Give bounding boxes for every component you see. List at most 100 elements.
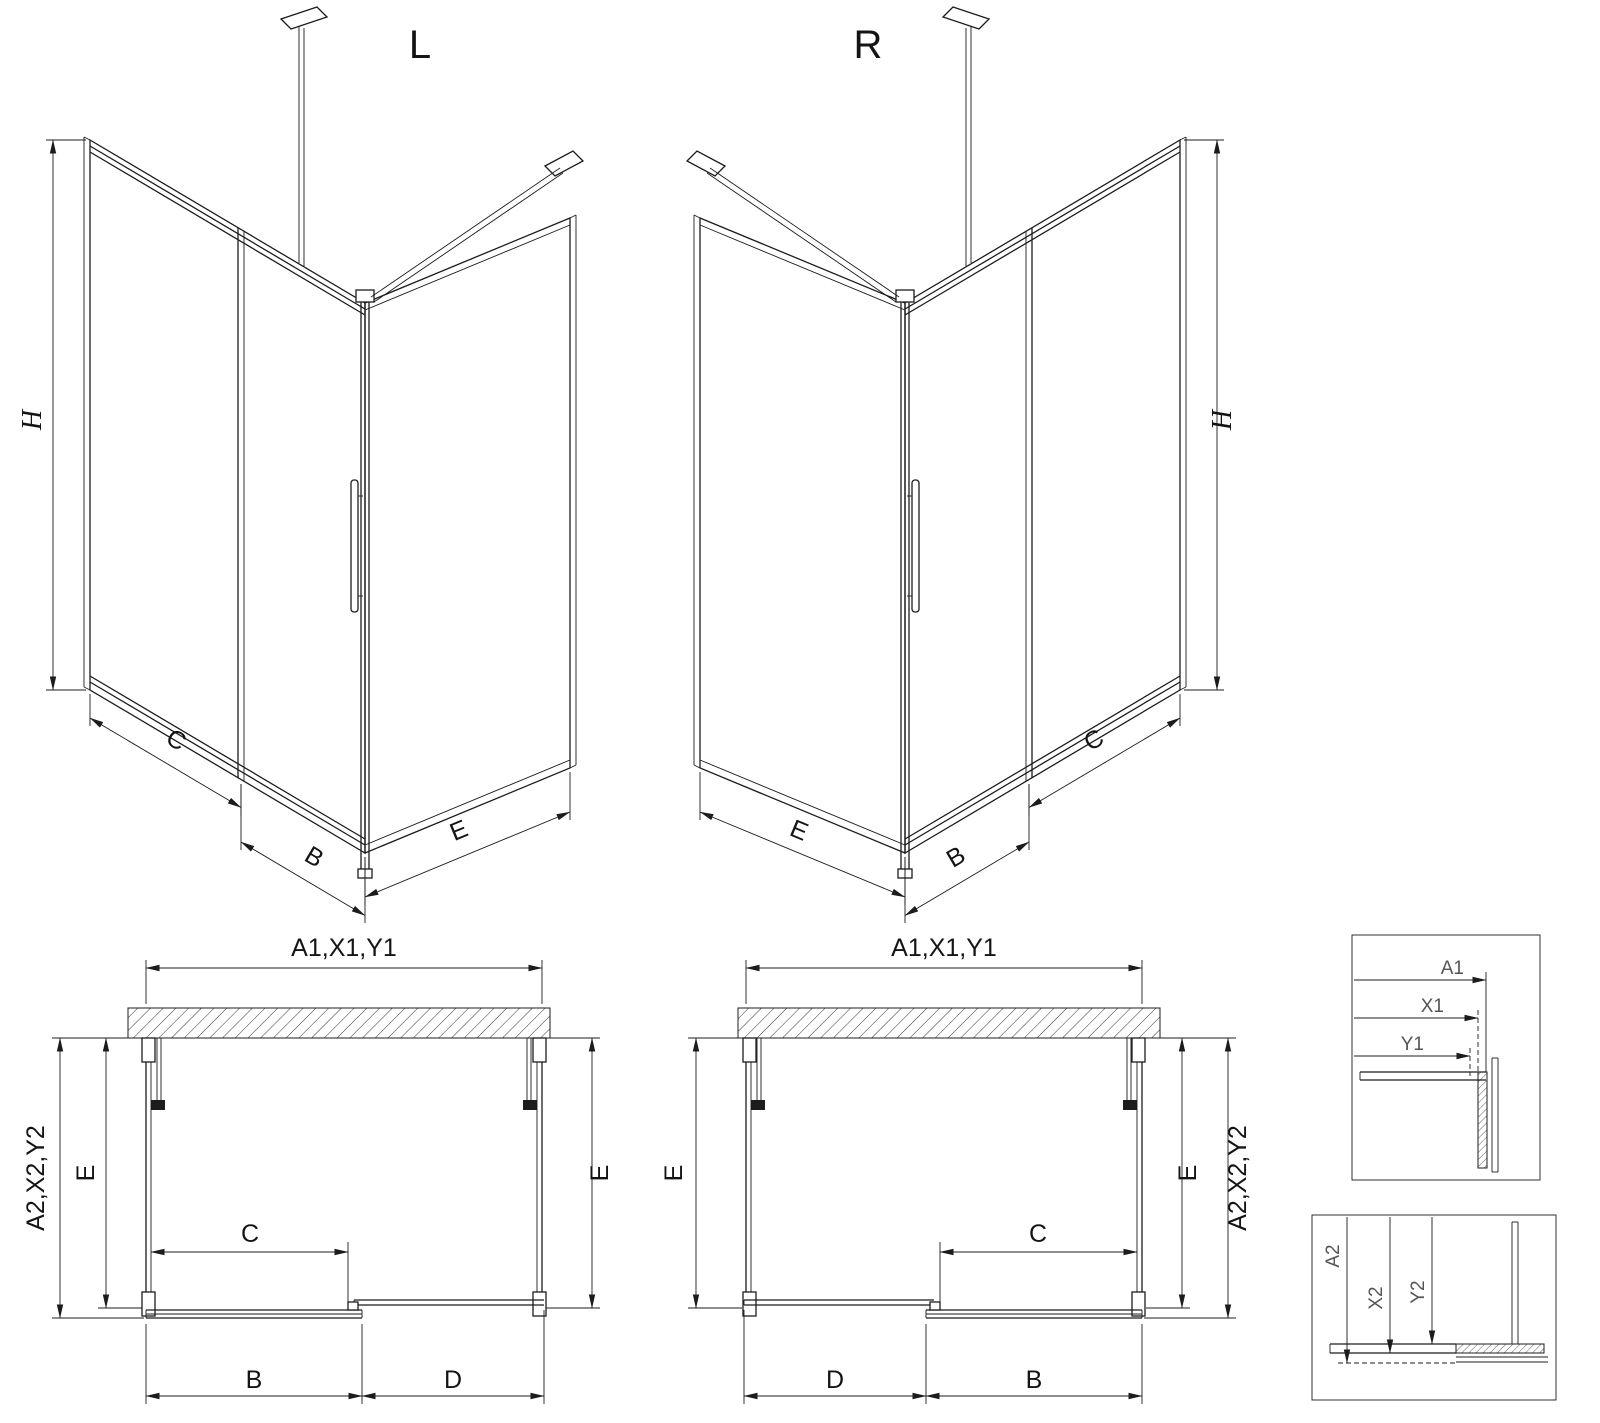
- dim-label-e-left: E: [446, 814, 472, 846]
- plan-right-sliding-door: [925, 1301, 1143, 1319]
- detail-top-dim-x1: X1: [1354, 996, 1479, 1072]
- plan-left-sliding-door: [145, 1301, 363, 1319]
- plan-left-dim-d: D: [361, 1310, 545, 1404]
- dim-label-x1-detail: X1: [1421, 996, 1444, 1017]
- detail-view-bottom: A2 X2 Y2: [1311, 1214, 1557, 1401]
- detail-bottom-profile-section: [1329, 1221, 1548, 1363]
- dim-label-c-right-plan: C: [1029, 1220, 1047, 1248]
- iso-right-door-wall-glass: [904, 138, 1181, 855]
- plan-left-support-bar-right: [523, 1038, 537, 1110]
- plan-right-dim-depth-outer: A2,X2,Y2: [1144, 1037, 1252, 1319]
- iso-left-wall-bracket-1: [279, 6, 329, 30]
- iso-right-wall-bracket-2: [685, 150, 727, 177]
- dim-label-b-left-plan: B: [246, 1366, 263, 1394]
- plan-left-dim-e-left: E: [52, 1037, 142, 1309]
- plan-right-side-panel-left: [742, 1037, 757, 1317]
- plan-view-right: A1,X1,Y1: [660, 934, 1252, 1404]
- iso-left-dim-e: E: [364, 772, 571, 905]
- plan-right-structure: [742, 1037, 1146, 1319]
- iso-right-wall-profiles: [693, 136, 1187, 769]
- plan-right-wall-section: [737, 1007, 1161, 1039]
- iso-right-title: R: [854, 23, 883, 67]
- dim-label-b-left: B: [300, 841, 329, 874]
- iso-view-right: R: [685, 6, 1238, 923]
- plan-left-dim-b: B: [145, 1324, 363, 1404]
- plan-right-dim-c: C: [939, 1220, 1138, 1308]
- plan-left-support-bar-left: [151, 1038, 165, 1110]
- dim-label-y2-detail: Y2: [1408, 1280, 1429, 1303]
- plan-left-wall-section: [127, 1007, 551, 1039]
- iso-left-dim-b: B: [240, 784, 366, 923]
- iso-right-support-bar-1: [965, 26, 972, 266]
- iso-right-dim-b: B: [904, 784, 1030, 923]
- dim-label-b-right: B: [942, 841, 971, 874]
- detail-view-top: A1 X1 Y1: [1351, 934, 1541, 1181]
- iso-left-wall-bracket-2: [543, 150, 585, 177]
- iso-left-door-wall-glass: [89, 138, 366, 855]
- iso-right-dim-e: E: [699, 772, 906, 905]
- detail-top-glass-section: [1477, 1071, 1488, 1169]
- plan-right-support-bar-left: [751, 1038, 765, 1110]
- dim-label-a2-left-plan: A2,X2,Y2: [22, 1125, 50, 1231]
- detail-bottom-dim-a2: A2: [1323, 1217, 1456, 1364]
- dim-label-e-right-plan-left: E: [586, 1165, 614, 1182]
- plan-right-dim-e-left: E: [660, 1037, 742, 1309]
- dim-label-d-right-plan: D: [826, 1366, 844, 1394]
- iso-view-left: L: [17, 6, 585, 923]
- dim-label-c-left: C: [161, 723, 191, 756]
- iso-right-support-bar-2: [706, 167, 900, 303]
- iso-right-dim-height: H: [1184, 139, 1238, 691]
- dim-label-b-right-plan: B: [1026, 1366, 1043, 1394]
- iso-left-side-wall-glass: [364, 217, 571, 854]
- plan-right-dim-d: D: [743, 1310, 927, 1404]
- iso-left-dim-c: C: [89, 694, 242, 816]
- plan-left-dim-c: C: [150, 1220, 349, 1308]
- iso-left-support-bar-2: [370, 167, 564, 303]
- iso-right-door-divider: [1025, 227, 1033, 782]
- dim-label-e-left-plan-right: E: [660, 1165, 688, 1182]
- detail-bottom-dim-x2: X2: [1366, 1217, 1394, 1354]
- iso-right-door-handle: [907, 479, 920, 613]
- plan-left-side-panel-right: [532, 1037, 547, 1317]
- iso-left-top-rail: [89, 145, 571, 316]
- detail-top-profile-section: [1359, 1057, 1499, 1173]
- iso-right-structure: [685, 6, 1187, 879]
- iso-left-dim-height: H: [17, 139, 86, 691]
- dim-label-y1-detail: Y1: [1401, 1034, 1424, 1055]
- plan-left-dim-e-right: E: [546, 1037, 614, 1309]
- iso-right-dim-c: C: [1028, 694, 1181, 816]
- plan-left-dim-width: A1,X1,Y1: [145, 934, 543, 1004]
- detail-top-dim-y1: Y1: [1354, 1034, 1471, 1076]
- detail-top-dim-a1: A1: [1354, 958, 1487, 1072]
- plan-right-dim-width: A1,X1,Y1: [745, 934, 1143, 1004]
- iso-left-structure: [83, 6, 585, 879]
- dim-label-e-left-plan-left: E: [72, 1165, 100, 1182]
- iso-right-wall-bracket-1: [941, 6, 991, 30]
- iso-left-wall-profiles: [83, 136, 577, 769]
- iso-left-support-bar-1: [298, 26, 305, 266]
- dim-label-h-left: H: [17, 408, 48, 431]
- detail-bottom-glass-section: [1455, 1343, 1545, 1354]
- iso-right-top-rail: [699, 145, 1181, 316]
- dim-label-e-right-plan-right: E: [1174, 1165, 1202, 1182]
- dim-label-a2-right-plan: A2,X2,Y2: [1224, 1125, 1252, 1231]
- dim-label-a1-left-plan: A1,X1,Y1: [291, 934, 397, 962]
- plan-right-dim-b: B: [925, 1324, 1143, 1404]
- plan-left-dim-depth-outer: A2,X2,Y2: [22, 1037, 144, 1319]
- dim-label-a1-detail: A1: [1441, 958, 1464, 979]
- plan-right-dim-e-right: E: [1146, 1037, 1236, 1309]
- plan-right-side-panel-right: [1131, 1037, 1146, 1317]
- dim-label-h-right: H: [1207, 408, 1238, 431]
- dim-label-c-right: C: [1079, 723, 1109, 756]
- dim-label-e-right: E: [786, 814, 812, 846]
- plan-right-fixed-panel: [743, 1299, 934, 1306]
- plan-left-door-roller: [347, 1301, 359, 1311]
- plan-left-side-panel-left: [141, 1037, 156, 1317]
- dim-label-d-left-plan: D: [444, 1366, 462, 1394]
- plan-right-door-roller: [929, 1301, 941, 1311]
- iso-left-door-handle: [350, 479, 363, 613]
- iso-left-title: L: [409, 23, 431, 67]
- iso-right-side-wall-glass: [699, 217, 906, 854]
